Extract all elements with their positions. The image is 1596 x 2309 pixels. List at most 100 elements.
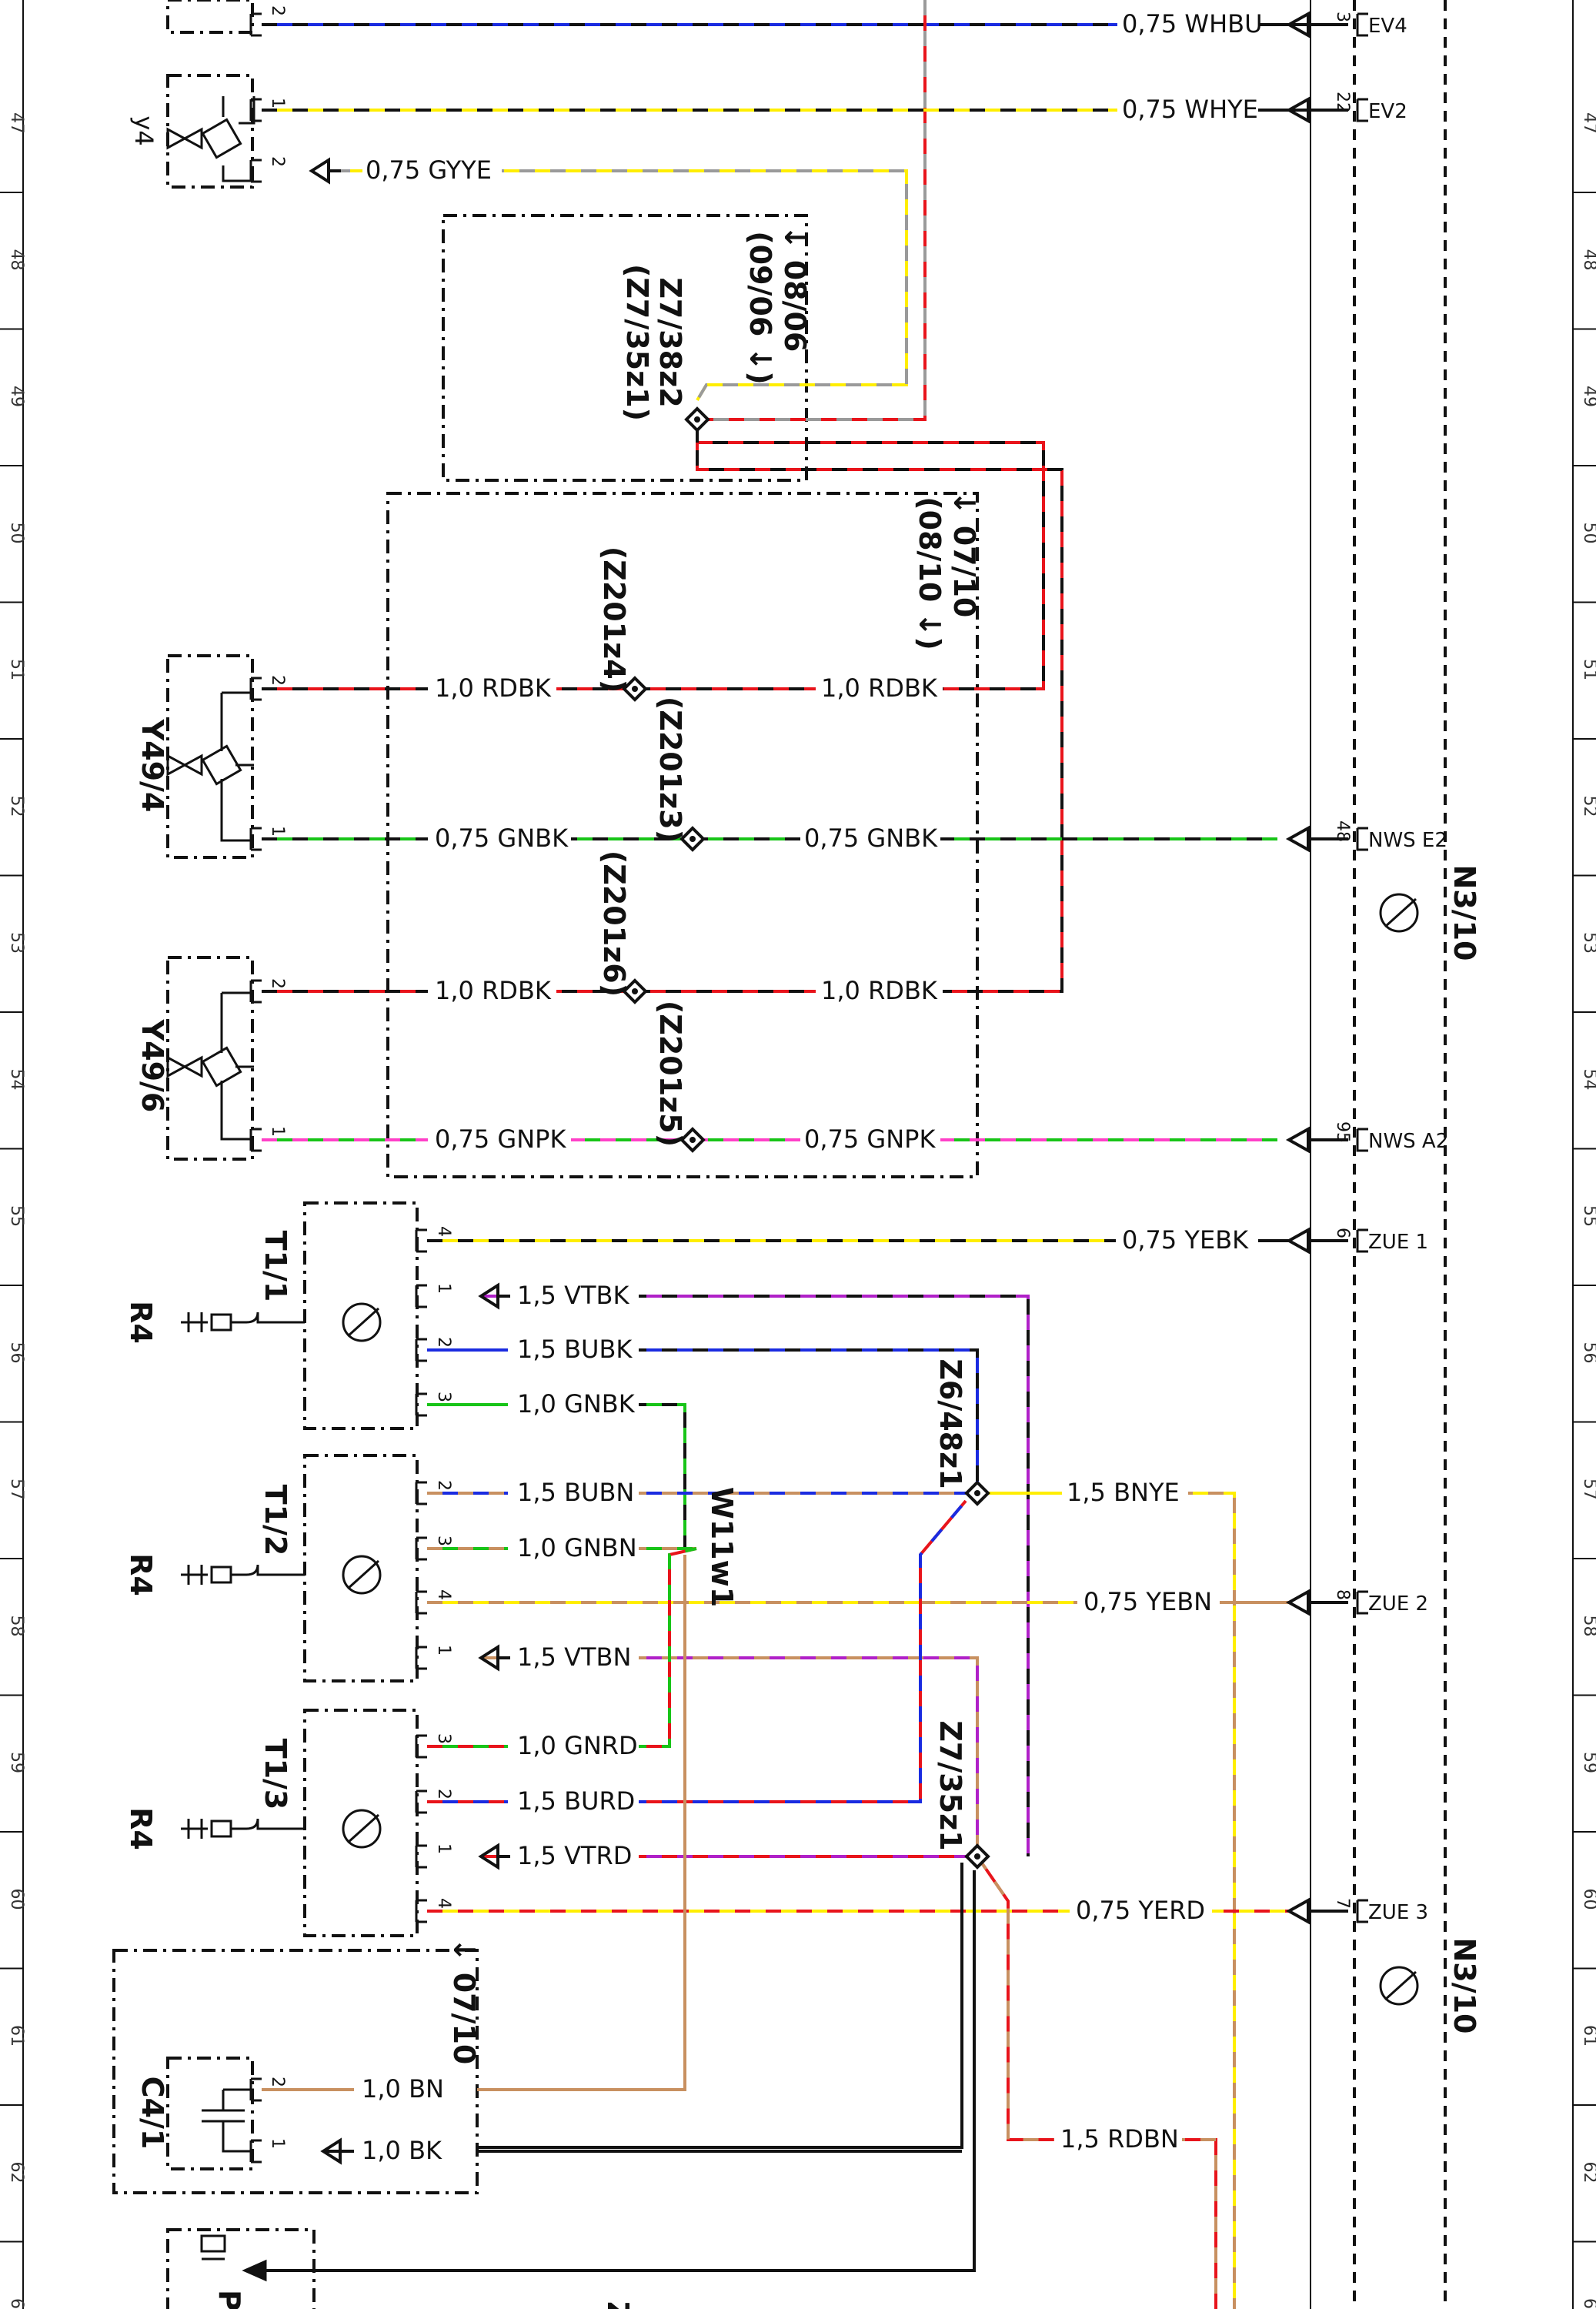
wire-label: 1,5 BNYE bbox=[1067, 1478, 1180, 1507]
pin-number: 3 bbox=[434, 1535, 453, 1546]
reference-label: ↓ 07/10 bbox=[447, 1938, 481, 2065]
terminal-label: ZUE 3 bbox=[1368, 1901, 1428, 1924]
wire-label: 0,75 GNBK bbox=[435, 824, 569, 853]
splice-label: (Z201z4) bbox=[597, 546, 631, 693]
pin-number: 1 bbox=[268, 826, 287, 837]
wire-label-bg bbox=[514, 1391, 639, 1418]
wire-label-bg bbox=[432, 825, 571, 853]
ruler-number: 55 bbox=[7, 1205, 26, 1227]
wire bbox=[1170, 2138, 1217, 2309]
ruler-number: 57 bbox=[7, 1479, 26, 1500]
wire-label-bg bbox=[1119, 11, 1258, 38]
plug-icon bbox=[181, 1818, 305, 1839]
component-label-y4: y4 bbox=[129, 115, 159, 145]
ruler-number: 53 bbox=[7, 932, 26, 954]
splice-label: (Z201z3) bbox=[653, 697, 687, 843]
wire bbox=[477, 1555, 686, 2091]
terminal-bracket bbox=[1356, 1899, 1368, 1923]
ruler-number: 57 bbox=[1580, 1479, 1596, 1500]
wire-label: 1,0 BK bbox=[362, 2136, 442, 2165]
wire-label: 0,75 YEBN bbox=[1083, 1587, 1212, 1616]
reference-label: ↓ 08/06 bbox=[778, 226, 812, 353]
wire-label: 1,0 RDBK bbox=[821, 673, 938, 703]
wire-label: 1,0 GNBN bbox=[517, 1533, 637, 1562]
terminal-bracket bbox=[1356, 1228, 1368, 1253]
ruler-number: 47 bbox=[1580, 112, 1596, 134]
ruler-number: 54 bbox=[1580, 1069, 1596, 1091]
splice-dot bbox=[689, 836, 696, 842]
arrow-icon bbox=[478, 1282, 510, 1310]
ruler-number: 51 bbox=[1580, 659, 1596, 680]
pin-number: 2 bbox=[268, 5, 287, 16]
arrow-icon bbox=[320, 2137, 352, 2165]
terminal-label: EV4 bbox=[1368, 15, 1407, 38]
sensor-icon bbox=[342, 1555, 382, 1595]
pin-bracket bbox=[249, 979, 262, 1004]
splice-label: (Z201z6) bbox=[597, 850, 631, 997]
ruler-number: 52 bbox=[1580, 796, 1596, 817]
wire-label: 1,5 BUBK bbox=[517, 1335, 633, 1364]
wire bbox=[631, 1656, 979, 1856]
page-frame bbox=[22, 0, 1574, 2309]
pin-number: 4 bbox=[434, 1898, 453, 1909]
arrow-icon bbox=[478, 1644, 510, 1672]
splice-dot bbox=[974, 1853, 980, 1860]
wire-label: 1,5 BUBN bbox=[517, 1478, 634, 1507]
component-label-p: Pl bbox=[212, 2290, 246, 2309]
splice-label: Z7/38z2 bbox=[653, 277, 687, 407]
wire bbox=[631, 1403, 696, 1550]
capacitor-icon bbox=[202, 2088, 254, 2153]
wire-label-bg bbox=[514, 1843, 639, 1870]
splice-label: Z6/48z1 bbox=[933, 1358, 967, 1489]
wire-label: 1,0 BN bbox=[362, 2074, 444, 2103]
wire-label-bg bbox=[362, 157, 502, 185]
ruler-number: 50 bbox=[7, 523, 26, 544]
wire-label: 0,75 WHBU bbox=[1122, 9, 1263, 38]
component-label-n3-10: N3/10 bbox=[1447, 864, 1481, 961]
valve-icon bbox=[166, 96, 255, 182]
wire bbox=[697, 0, 927, 421]
splice-label: Z7/35z1 bbox=[933, 1720, 967, 1850]
pin-bracket bbox=[249, 677, 262, 701]
splice-label: (Z7/35z1) bbox=[620, 264, 654, 421]
arrow-icon bbox=[1285, 1227, 1348, 1255]
sensor-icon bbox=[1379, 1966, 1419, 2006]
arrow-icon bbox=[478, 1843, 510, 1870]
pin-number: 3 bbox=[1333, 12, 1352, 22]
wire-label-bg bbox=[801, 825, 940, 853]
pin-number: 1 bbox=[268, 1126, 287, 1137]
wire-label: 1,5 RDBN bbox=[1060, 2124, 1179, 2154]
wire bbox=[1177, 1492, 1236, 2309]
terminal-label: NWS A2 bbox=[1368, 1130, 1448, 1153]
arrow-icon bbox=[1285, 1589, 1348, 1616]
pin-bracket bbox=[415, 1789, 427, 1814]
ruler-number: 62 bbox=[1580, 2162, 1596, 2184]
pin-number: 2 bbox=[434, 1789, 453, 1799]
wire-label: 0,75 YERD bbox=[1076, 1896, 1205, 1925]
wire bbox=[976, 1855, 1054, 2141]
arrow-left-icon bbox=[242, 2194, 976, 2282]
wire-label-bg bbox=[514, 1535, 639, 1562]
wire-label: 1,0 GNRD bbox=[517, 1731, 638, 1760]
splice-dot bbox=[694, 416, 700, 423]
wire-label: 0,75 YEBK bbox=[1122, 1225, 1249, 1255]
pin-number: 2 bbox=[268, 675, 287, 686]
wire-label-bg bbox=[1119, 96, 1258, 124]
wire-label: 0,75 WHYE bbox=[1122, 95, 1258, 124]
ruler-number: 58 bbox=[1580, 1616, 1596, 1637]
ruler-number: 47 bbox=[7, 112, 26, 134]
terminal-bracket bbox=[1356, 98, 1368, 122]
wire bbox=[477, 1863, 963, 2149]
ruler-number: 56 bbox=[7, 1342, 26, 1364]
terminal-label: EV2 bbox=[1368, 100, 1407, 123]
ruler-number: 52 bbox=[7, 796, 26, 817]
wire-label-bg bbox=[432, 1126, 571, 1154]
ruler-number: 59 bbox=[7, 1752, 26, 1773]
wire-label-bg bbox=[818, 977, 943, 1005]
pin-number: 48 bbox=[1333, 820, 1352, 842]
pin-number: 22 bbox=[1333, 92, 1352, 113]
dashed-boxes bbox=[112, 0, 979, 2309]
pin-bracket bbox=[415, 1899, 427, 1923]
wire-label: 1,0 RDBK bbox=[435, 976, 552, 1005]
